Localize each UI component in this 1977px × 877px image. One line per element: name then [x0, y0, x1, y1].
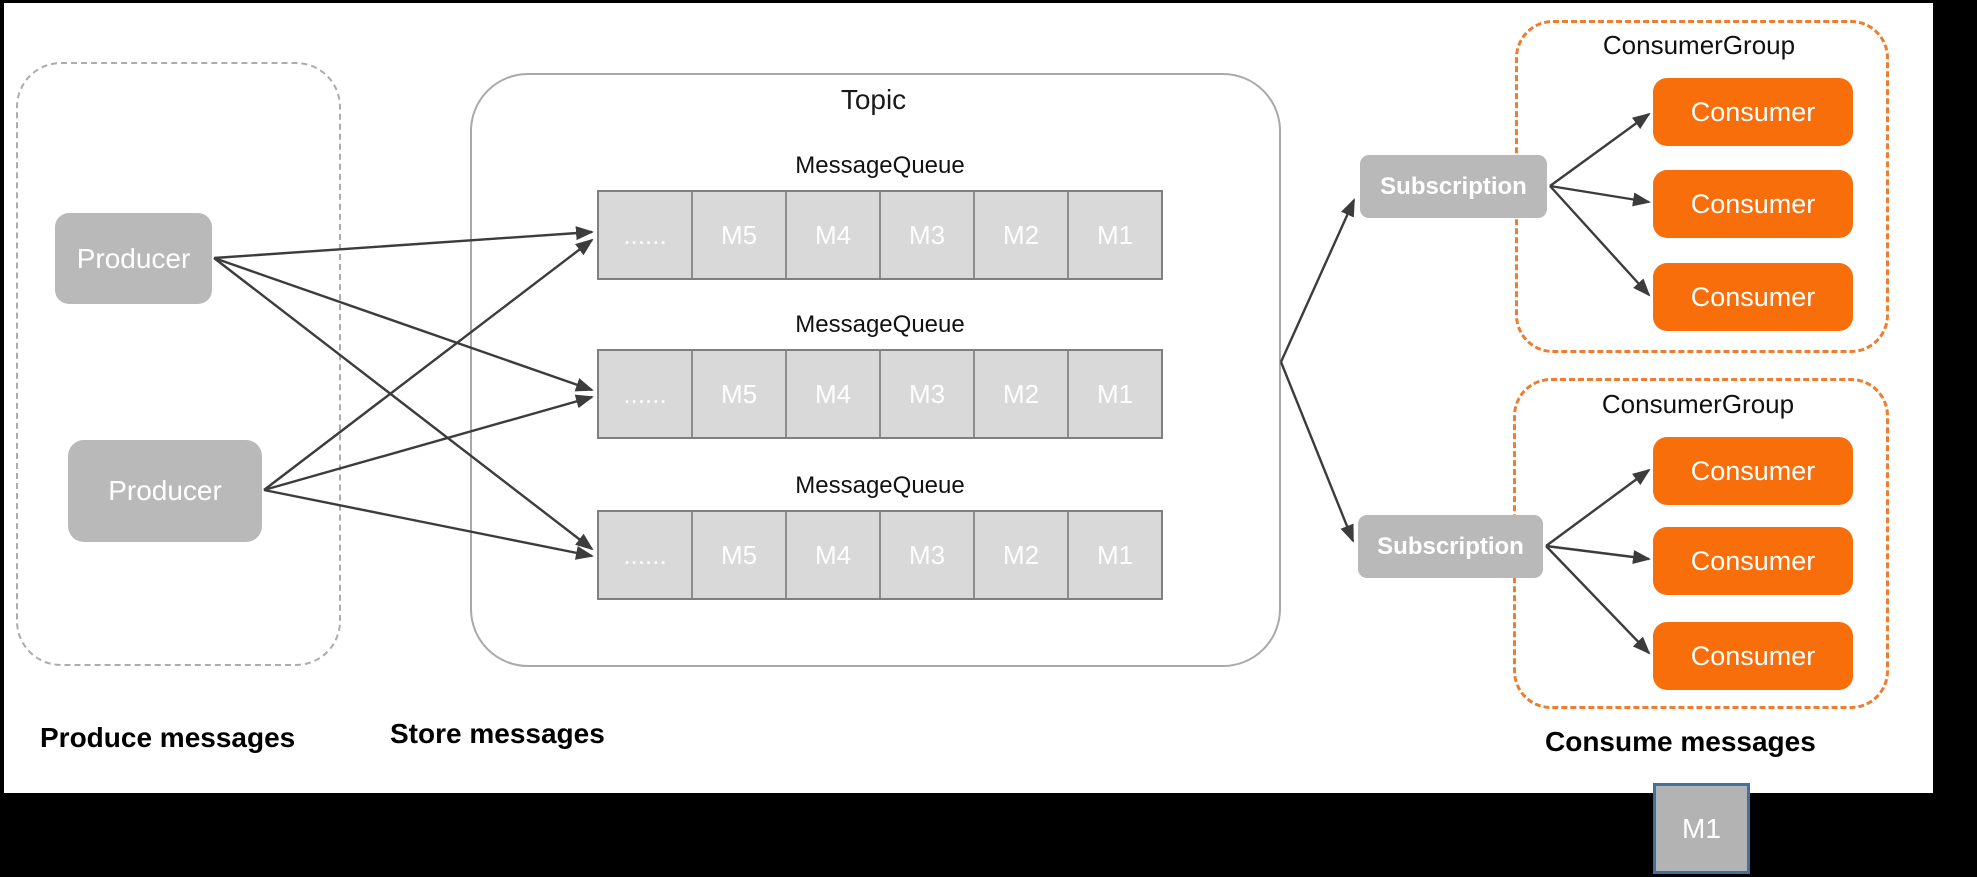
message-queue-label-1: MessageQueue [795, 152, 965, 179]
queue-cell: M3 [879, 351, 973, 437]
consumer-node: Consumer [1653, 170, 1853, 238]
queue-cell: ...... [599, 192, 691, 278]
consumer-node: Consumer [1653, 622, 1853, 690]
queue-cell: M4 [785, 512, 879, 598]
consumer-node: Consumer [1653, 527, 1853, 595]
consumer-group-2-title: ConsumerGroup [1601, 389, 1795, 419]
floating-message-box: M1 [1653, 783, 1750, 874]
consumer-node: Consumer [1653, 437, 1853, 505]
queue-cell: M1 [1067, 192, 1161, 278]
producer-group-container [16, 62, 341, 666]
queue-cell: M2 [973, 192, 1067, 278]
queue-cell: M3 [879, 512, 973, 598]
queue-cell: M4 [785, 351, 879, 437]
produce-section-label: Produce messages [40, 722, 296, 753]
topic-title: Topic [840, 84, 907, 115]
consumer-node: Consumer [1653, 263, 1853, 331]
consume-section-label: Consume messages [1545, 726, 1816, 757]
queue-cell: M5 [691, 512, 785, 598]
producer-node-1: Producer [55, 213, 212, 304]
producer-node-2: Producer [68, 440, 262, 542]
queue-cell: M1 [1067, 351, 1161, 437]
queue-cell: M1 [1067, 512, 1161, 598]
consumer-node: Consumer [1653, 78, 1853, 146]
subscription-node-1: Subscription [1360, 155, 1547, 218]
subscription-node-2: Subscription [1358, 515, 1543, 578]
message-queue-label-2: MessageQueue [795, 311, 965, 338]
message-queue-label-3: MessageQueue [795, 472, 965, 499]
queue-cell: M5 [691, 192, 785, 278]
message-queue-row-1: ...... M5 M4 M3 M2 M1 [597, 190, 1163, 280]
queue-cell: ...... [599, 351, 691, 437]
message-queue-row-3: ...... M5 M4 M3 M2 M1 [597, 510, 1163, 600]
queue-cell: M2 [973, 512, 1067, 598]
queue-cell: M5 [691, 351, 785, 437]
queue-cell: M2 [973, 351, 1067, 437]
queue-cell: M3 [879, 192, 973, 278]
queue-cell: M4 [785, 192, 879, 278]
store-section-label: Store messages [390, 718, 605, 749]
consumer-group-1-title: ConsumerGroup [1602, 30, 1796, 60]
queue-cell: ...... [599, 512, 691, 598]
message-queue-row-2: ...... M5 M4 M3 M2 M1 [597, 349, 1163, 439]
